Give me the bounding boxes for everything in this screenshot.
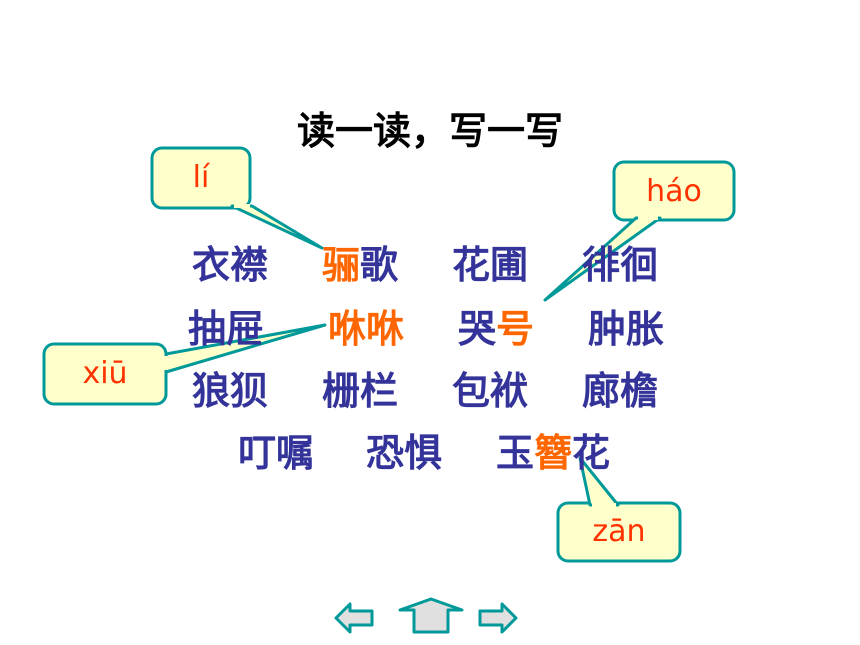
word-lige: 骊歌 <box>322 234 398 289</box>
word-rest: 花 <box>572 430 611 475</box>
pinyin-li: lí <box>192 160 210 195</box>
word-zhalan: 栅栏 <box>322 368 399 413</box>
word-xiuxiu: 咻咻 <box>328 306 405 351</box>
word-zhongzhang: 肿胀 <box>588 306 665 351</box>
word-kuhao: 哭号 <box>458 298 534 353</box>
page-title: 读一读，写一写 <box>296 108 563 153</box>
word-dingzhu: 叮嘱 <box>238 430 315 475</box>
callout-li <box>150 146 324 250</box>
word-kongju: 恐惧 <box>366 430 443 475</box>
callout-xiu <box>42 323 327 406</box>
word-paihuai: 徘徊 <box>582 242 659 287</box>
word-rest: 歌 <box>360 242 399 287</box>
highlight-char: 簪 <box>534 430 573 475</box>
left-arrow-icon[interactable] <box>332 598 376 638</box>
callout-hao <box>543 160 736 302</box>
word-langyan: 廊檐 <box>582 368 659 413</box>
word-yuzanhua: 玉簪花 <box>496 422 610 477</box>
right-arrow-icon[interactable] <box>476 598 520 638</box>
word-pre: 玉 <box>496 430 535 475</box>
word-yijin: 衣襟 <box>192 242 269 287</box>
pinyin-hao: háo <box>646 174 702 209</box>
highlight-char: 号 <box>496 306 535 351</box>
callout-zan <box>556 456 682 563</box>
word-langbei: 狼狈 <box>192 368 269 413</box>
highlight-char: 骊 <box>322 242 361 287</box>
up-arrow-icon[interactable] <box>396 596 466 636</box>
word-huapu: 花圃 <box>452 242 529 287</box>
word-pre: 哭 <box>458 306 497 351</box>
pinyin-zan: zān <box>592 514 646 549</box>
word-chouti: 抽屉 <box>188 306 265 351</box>
word-baofu: 包袱 <box>452 368 529 413</box>
pinyin-xiu: xiū <box>82 356 128 391</box>
